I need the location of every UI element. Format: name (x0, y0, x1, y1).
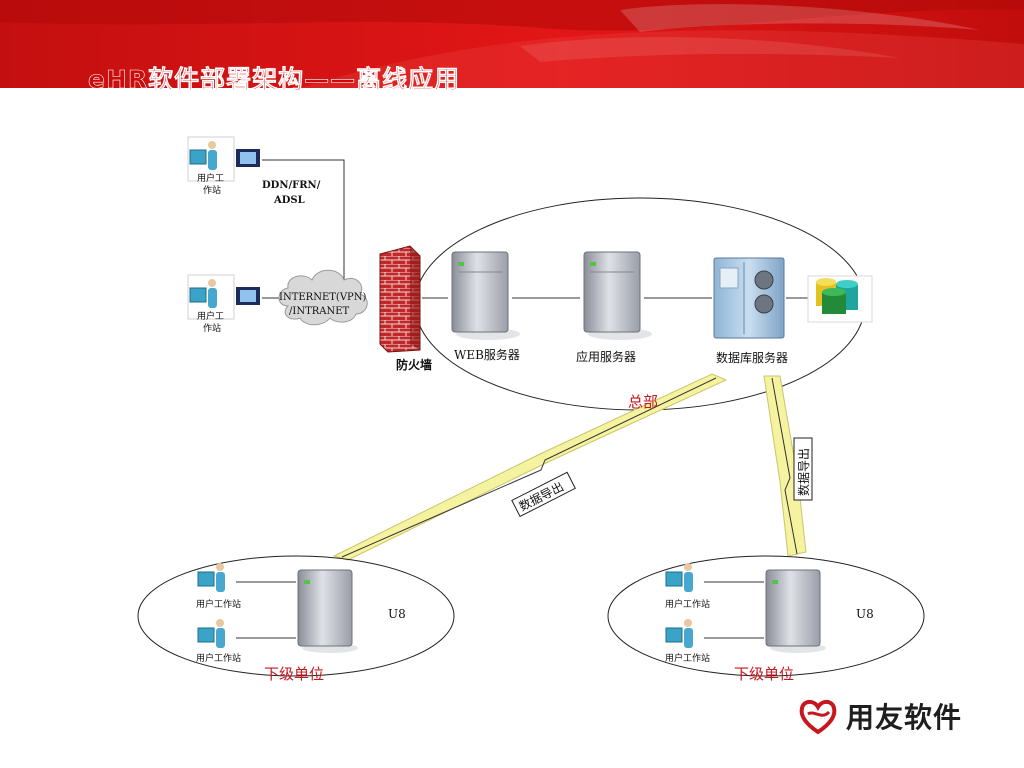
web-server-label: WEB服务器 (454, 347, 520, 362)
branch-left-server-icon (297, 569, 358, 653)
branch-right-label: 下级单位 (734, 665, 794, 683)
export-label-right: 数据导出 (796, 448, 811, 496)
branch-left-station1-label: 用户工作站 (196, 598, 241, 610)
internet-cloud-icon (278, 269, 368, 326)
user-workstation-top: 用户工 作站 (187, 136, 260, 196)
brand-logo: 用友软件 (796, 694, 986, 738)
user-workstation-mid: 用户工 作站 (187, 274, 260, 334)
branch-right-server-label: U8 (856, 607, 874, 621)
branch-left-station1-icon (197, 563, 225, 592)
hq-label: 总部 (628, 393, 658, 411)
branch-left-server-label: U8 (388, 607, 406, 621)
user-station-top-line1: 用户工 (197, 172, 224, 184)
branch-left-label: 下级单位 (264, 665, 324, 683)
ddn-label-line1: DDN/FRN/ (262, 180, 321, 191)
yonyou-logo-icon (799, 699, 837, 735)
web-server-icon (451, 251, 520, 340)
app-server-icon (583, 251, 652, 340)
branch-right-station2-label: 用户工作站 (665, 652, 710, 664)
db-server-label: 数据库服务器 (716, 350, 788, 365)
ddn-label-line2: ADSL (273, 195, 305, 206)
firewall-label: 防火墙 (396, 357, 432, 372)
slide-title: eHR软件部署架构——离线应用 (88, 65, 461, 95)
app-server-label: 应用服务器 (576, 349, 636, 364)
export-link-right (763, 375, 807, 557)
branch-left-station2-icon (197, 619, 225, 648)
firewall-icon (379, 245, 421, 353)
branch-right-station1-icon (665, 563, 693, 592)
user-station-mid-line2: 作站 (203, 322, 221, 334)
db-server-icon (713, 257, 785, 339)
branch-right-station1-label: 用户工作站 (665, 598, 710, 610)
database-icon (807, 275, 873, 323)
header-banner (0, 0, 1024, 88)
branch-right-server-icon (765, 569, 826, 653)
branch-left-station2-label: 用户工作站 (196, 652, 241, 664)
branch-right-station2-icon (665, 619, 693, 648)
brand-name: 用友软件 (846, 701, 963, 734)
branch-zone-left (137, 555, 455, 677)
branch-zone-right (607, 555, 925, 677)
user-station-top-line2: 作站 (203, 184, 221, 196)
internet-label-line1: INTERNET(VPN) (279, 292, 367, 303)
user-station-mid-line1: 用户工 (197, 310, 224, 322)
internet-label-line2: /INTRANET (289, 306, 350, 317)
